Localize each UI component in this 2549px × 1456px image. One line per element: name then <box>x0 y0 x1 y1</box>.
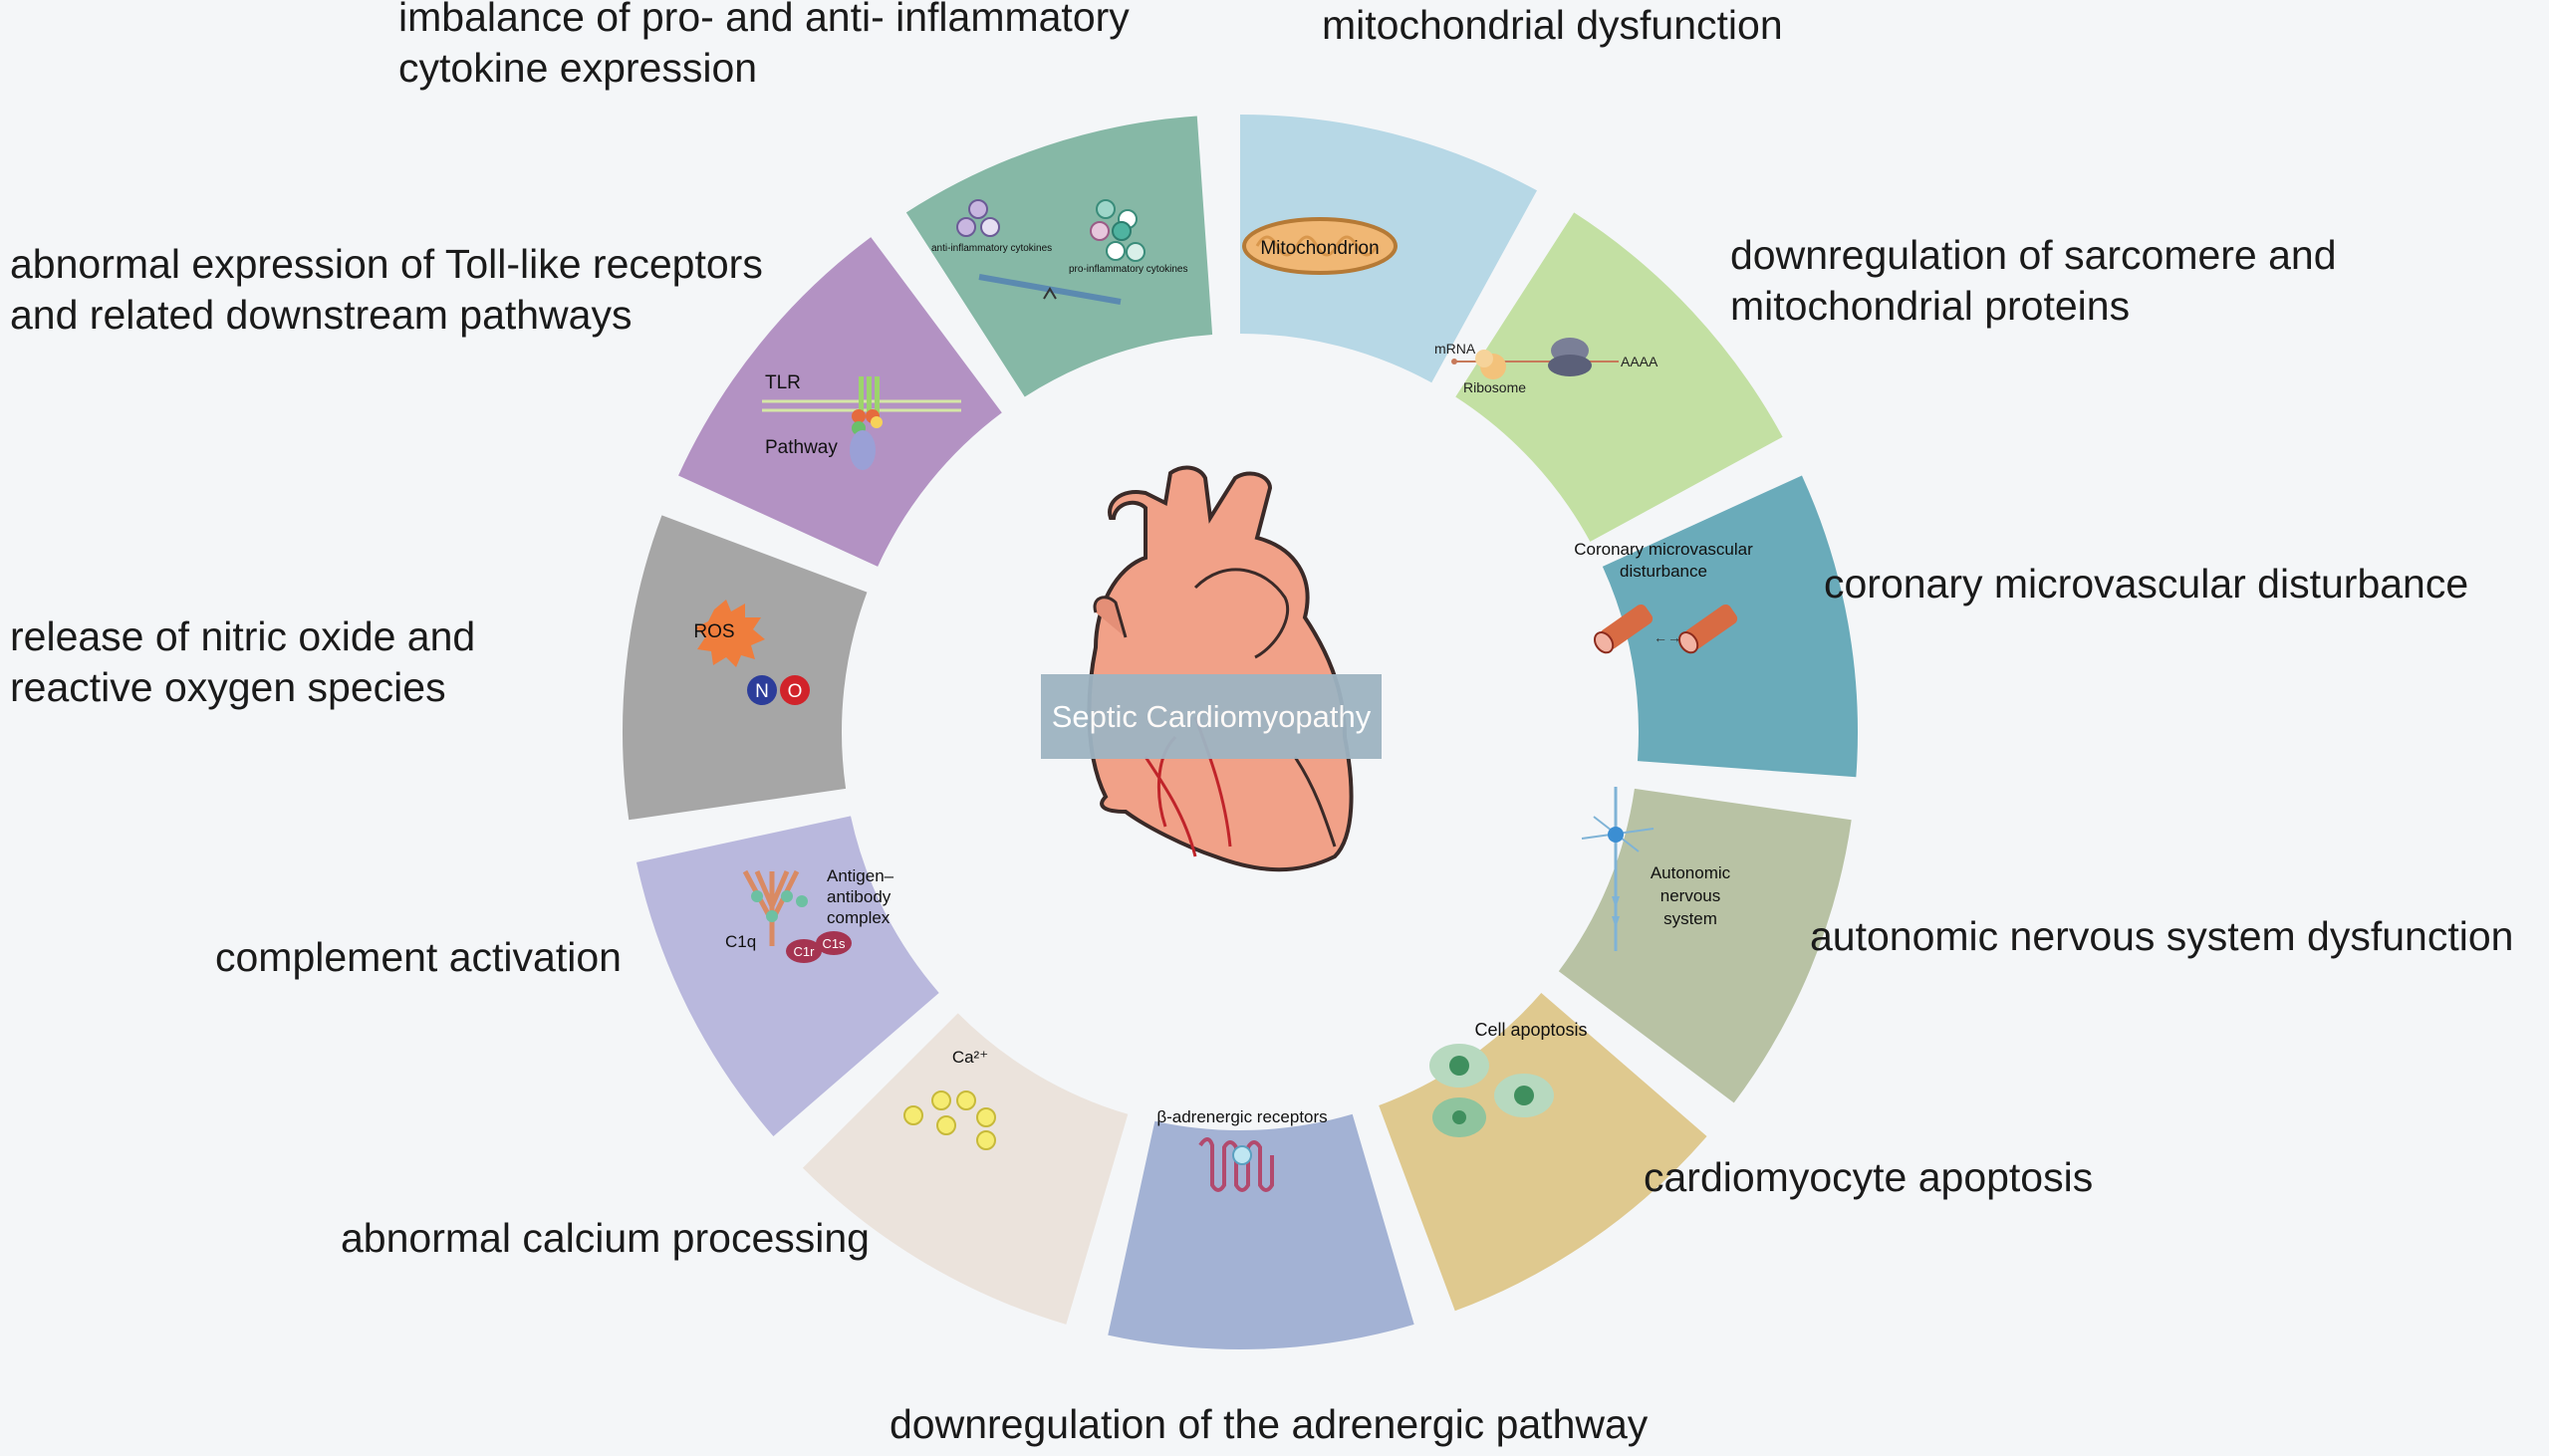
tlr-icon: TLR Pathway <box>762 372 961 470</box>
central-title: Septic Cardiomyopathy <box>1041 674 1382 759</box>
tlr-label: TLR <box>765 372 801 393</box>
label-nitric-oxide-ros: release of nitric oxide and reactive oxy… <box>10 613 476 710</box>
ans-label-3: system <box>1663 909 1717 928</box>
ros-no-icon: ROS N O <box>693 600 810 705</box>
o-atom-label: O <box>788 681 803 702</box>
neuron-icon: Autonomic nervous system <box>1581 787 1731 951</box>
ring-segment <box>905 116 1213 397</box>
label-cardiomyocyte-apoptosis: cardiomyocyte apoptosis <box>1644 1154 2094 1200</box>
receptor-icon: β-adrenergic receptors <box>1156 1107 1328 1192</box>
label-cytokine-imbalance: imbalance of pro- and anti- inflammatory… <box>398 0 1130 91</box>
label-toll-like-receptors: abnormal expression of Toll-like recepto… <box>10 241 763 338</box>
antigen-label-2: antibody <box>827 887 892 906</box>
heart-illustration <box>1087 465 1354 872</box>
n-atom-label: N <box>755 681 769 702</box>
complement-icon: C1r C1s Antigen– antibody complex C1q <box>725 866 894 963</box>
ribosome-label: Ribosome <box>1463 379 1526 395</box>
c1r-label: C1r <box>794 944 816 959</box>
apoptosis-label: Cell apoptosis <box>1474 1020 1587 1040</box>
label-coronary-microvascular: coronary microvascular disturbance <box>1824 561 2469 607</box>
mitochondrion-label: Mitochondrion <box>1260 238 1379 259</box>
ring-segment <box>802 1013 1129 1325</box>
label-sarcomere-downregulation: downregulation of sarcomere and mitochon… <box>1730 232 2337 329</box>
antigen-label-1: Antigen– <box>827 866 894 885</box>
label-mitochondrial-dysfunction: mitochondrial dysfunction <box>1322 2 1783 48</box>
mrna-label: mRNA <box>1434 341 1476 357</box>
pathway-label: Pathway <box>765 437 838 458</box>
calcium-label: Ca²⁺ <box>952 1048 988 1067</box>
ros-label: ROS <box>693 621 734 642</box>
anti-cytokine-label: anti-inflammatory cytokines <box>931 243 1052 254</box>
coronary-label-1: Coronary microvascular <box>1574 540 1753 559</box>
c1s-label: C1s <box>822 936 846 951</box>
calcium-ion-icon: Ca²⁺ <box>903 1048 996 1150</box>
apoptosis-cell-icon: Cell apoptosis <box>1429 1020 1588 1137</box>
pro-cytokine-label: pro-inflammatory cytokines <box>1069 264 1187 275</box>
label-calcium-processing: abnormal calcium processing <box>341 1215 870 1261</box>
ans-label-1: Autonomic <box>1651 863 1731 882</box>
svg-text:←→: ←→ <box>1654 629 1681 645</box>
ans-label-2: nervous <box>1660 886 1720 905</box>
coronary-label-2: disturbance <box>1620 562 1707 581</box>
ring-segment <box>1558 788 1852 1103</box>
label-complement-activation: complement activation <box>215 934 622 980</box>
label-adrenergic-pathway: downregulation of the adrenergic pathway <box>890 1401 1649 1447</box>
antigen-label-3: complex <box>827 908 891 927</box>
ring-segment <box>622 515 868 821</box>
ring-segment <box>636 816 939 1137</box>
c1q-label: C1q <box>725 932 756 951</box>
ring-segment <box>1108 1113 1414 1349</box>
ribosome-icon: mRNA Ribosome AAAA <box>1434 338 1658 395</box>
label-autonomic-nervous: autonomic nervous system dysfunction <box>1810 913 2514 959</box>
cytokine-seesaw-icon: anti-inflammatory cytokines pro-inflamma… <box>931 199 1187 305</box>
mitochondrion-icon: Mitochondrion <box>1242 217 1398 275</box>
receptor-label: β-adrenergic receptors <box>1156 1107 1327 1126</box>
polya-label: AAAA <box>1621 354 1658 369</box>
vessel-icon: Coronary microvascular disturbance ←→ <box>1574 540 1753 654</box>
ring-segment <box>1455 212 1783 542</box>
